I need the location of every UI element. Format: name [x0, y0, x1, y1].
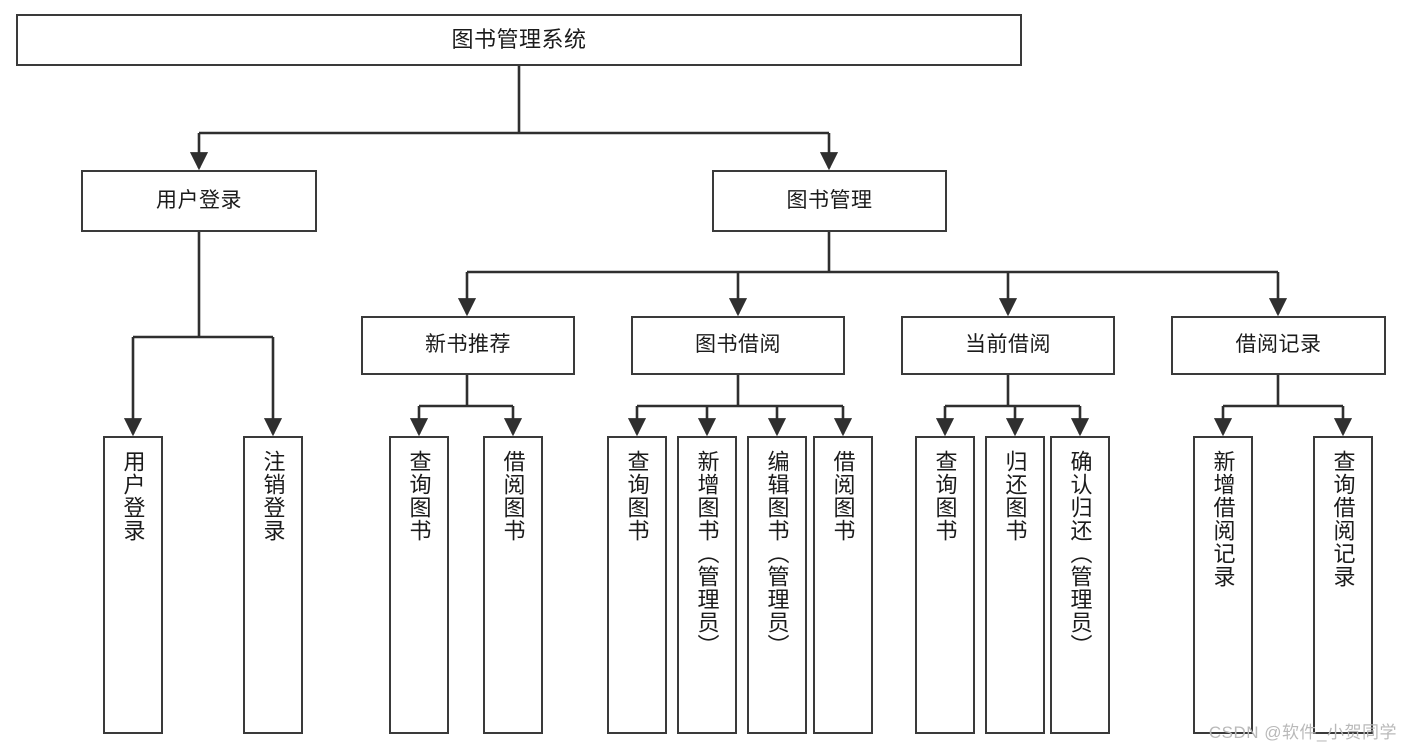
node-leaf-add-book[interactable]: 新增图书（管理员） — [677, 436, 737, 734]
node-leaf-borrow-book-2-label: 借阅图书 — [830, 450, 856, 542]
node-leaf-user-login-label: 用户登录 — [120, 450, 146, 542]
node-leaf-query-book-2-label: 查询图书 — [624, 450, 650, 542]
node-new-book-recommend[interactable]: 新书推荐 — [361, 316, 575, 375]
node-leaf-borrow-book-1-label: 借阅图书 — [500, 450, 526, 542]
node-book-borrow-label: 图书借阅 — [695, 333, 781, 357]
node-current-borrow-label: 当前借阅 — [965, 333, 1051, 357]
node-new-book-recommend-label: 新书推荐 — [425, 333, 511, 357]
node-leaf-query-book-2[interactable]: 查询图书 — [607, 436, 667, 734]
watermark: CSDN @软件_小贺同学 — [1208, 723, 1397, 742]
node-leaf-edit-book-label: 编辑图书（管理员） — [764, 450, 790, 657]
node-leaf-query-record[interactable]: 查询借阅记录 — [1313, 436, 1373, 734]
node-leaf-confirm-return-label: 确认归还（管理员） — [1067, 450, 1093, 657]
node-leaf-logout-label: 注销登录 — [260, 450, 286, 542]
node-leaf-edit-book[interactable]: 编辑图书（管理员） — [747, 436, 807, 734]
node-current-borrow[interactable]: 当前借阅 — [901, 316, 1115, 375]
node-leaf-logout[interactable]: 注销登录 — [243, 436, 303, 734]
node-borrow-record-label: 借阅记录 — [1235, 333, 1322, 357]
node-book-management-label: 图书管理 — [786, 188, 873, 212]
node-leaf-query-book-3-label: 查询图书 — [932, 450, 958, 542]
node-leaf-return-book-label: 归还图书 — [1002, 450, 1028, 542]
node-leaf-confirm-return[interactable]: 确认归还（管理员） — [1050, 436, 1110, 734]
node-leaf-add-book-label: 新增图书（管理员） — [694, 450, 720, 657]
node-leaf-return-book[interactable]: 归还图书 — [985, 436, 1045, 734]
node-user-login[interactable]: 用户登录 — [81, 170, 317, 232]
node-leaf-add-record-label: 新增借阅记录 — [1210, 450, 1236, 588]
node-leaf-add-record[interactable]: 新增借阅记录 — [1193, 436, 1253, 734]
node-leaf-query-book-3[interactable]: 查询图书 — [915, 436, 975, 734]
node-leaf-query-book-1-label: 查询图书 — [406, 450, 432, 542]
node-root-label: 图书管理系统 — [451, 27, 587, 53]
node-book-management[interactable]: 图书管理 — [712, 170, 947, 232]
node-user-login-label: 用户登录 — [156, 188, 242, 212]
node-root[interactable]: 图书管理系统 — [16, 14, 1022, 66]
node-leaf-query-book-1[interactable]: 查询图书 — [389, 436, 449, 734]
node-borrow-record[interactable]: 借阅记录 — [1171, 316, 1386, 375]
node-leaf-borrow-book-2[interactable]: 借阅图书 — [813, 436, 873, 734]
node-leaf-query-record-label: 查询借阅记录 — [1330, 450, 1356, 588]
node-leaf-user-login[interactable]: 用户登录 — [103, 436, 163, 734]
node-leaf-borrow-book-1[interactable]: 借阅图书 — [483, 436, 543, 734]
node-book-borrow[interactable]: 图书借阅 — [631, 316, 845, 375]
